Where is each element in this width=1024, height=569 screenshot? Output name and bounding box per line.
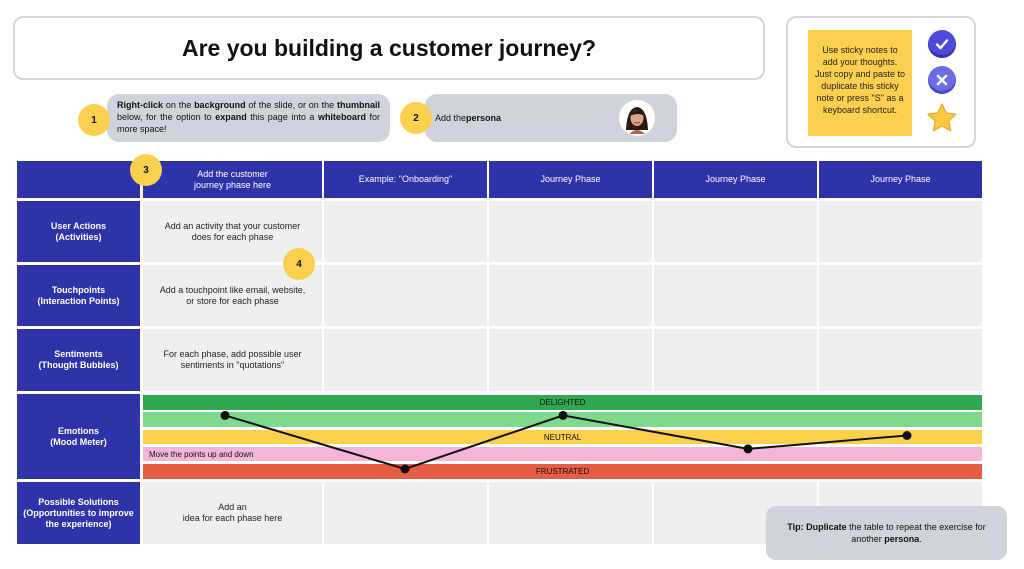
cell-user-actions-4[interactable] <box>819 201 982 262</box>
persona-avatar[interactable] <box>619 100 655 136</box>
mood-band-neutral: NEUTRAL <box>143 430 982 444</box>
mood-meter-line <box>220 410 912 474</box>
header-example-phase[interactable]: Example: "Onboarding" <box>324 161 487 198</box>
header-journey-phase-2[interactable]: Journey Phase <box>489 161 652 198</box>
cell-solutions-1[interactable] <box>324 482 487 544</box>
mood-point-3[interactable] <box>558 410 568 420</box>
mood-band-unhappy: Move the points up and down <box>143 447 982 461</box>
cell-touchpoints-1[interactable] <box>324 265 487 326</box>
page-title: Are you building a customer journey? <box>181 34 597 61</box>
check-icon[interactable] <box>928 30 956 58</box>
mood-point-2[interactable] <box>400 464 410 474</box>
cell-sentiments-2[interactable] <box>489 329 652 391</box>
row-header-touchpoints: Touchpoints (Interaction Points) <box>17 265 140 326</box>
header-corner-cell <box>17 161 140 198</box>
mood-band-frustrated: FRUSTRATED <box>143 464 982 479</box>
row-header-user-actions: User Actions (Activities) <box>17 201 140 262</box>
cell-solutions-2[interactable] <box>489 482 652 544</box>
cell-sentiments-1[interactable] <box>324 329 487 391</box>
row-header-possible-solutions: Possible Solutions (Opportunities to imp… <box>17 482 140 544</box>
cell-touchpoints-3[interactable] <box>654 265 817 326</box>
mood-point-1[interactable] <box>220 410 230 420</box>
row-header-emotions: Emotions (Mood Meter) <box>17 394 140 479</box>
tip-box: Tip: Duplicate the table to repeat the e… <box>766 506 1007 560</box>
cell-touchpoints-2[interactable] <box>489 265 652 326</box>
step-badge-1: 1 <box>78 104 110 136</box>
title-box: Are you building a customer journey? <box>13 16 765 80</box>
cell-user-actions-1[interactable] <box>324 201 487 262</box>
cell-solutions-hint[interactable]: Add an idea for each phase here <box>143 482 322 544</box>
x-icon[interactable] <box>928 66 956 94</box>
sticky-note-text: Use sticky notes to add your thoughts. J… <box>814 45 906 115</box>
mood-band-delighted: DELIGHTED <box>143 395 982 410</box>
sticky-note[interactable]: Use sticky notes to add your thoughts. J… <box>808 30 912 136</box>
cell-sentiments-3[interactable] <box>654 329 817 391</box>
header-journey-phase-3[interactable]: Journey Phase <box>654 161 817 198</box>
cell-sentiments-hint[interactable]: For each phase, add possible user sentim… <box>143 329 322 391</box>
header-journey-phase-4[interactable]: Journey Phase <box>819 161 982 198</box>
step-badge-2: 2 <box>400 102 432 134</box>
mood-point-4[interactable] <box>743 444 753 454</box>
header-first-phase[interactable]: Add the customer journey phase here <box>143 161 322 198</box>
step-1-instruction: Right-click on the background of the sli… <box>107 94 390 142</box>
row-header-sentiments: Sentiments (Thought Bubbles) <box>17 329 140 391</box>
step-2-instruction: Add the persona <box>425 94 677 142</box>
star-icon[interactable] <box>926 102 958 134</box>
cell-touchpoints-4[interactable] <box>819 265 982 326</box>
cell-user-actions-2[interactable] <box>489 201 652 262</box>
sticky-panel: Use sticky notes to add your thoughts. J… <box>786 16 976 148</box>
step-badge-4: 4 <box>283 248 315 280</box>
cell-sentiments-4[interactable] <box>819 329 982 391</box>
mood-point-5[interactable] <box>902 431 912 440</box>
step-badge-3: 3 <box>130 154 162 186</box>
cell-user-actions-3[interactable] <box>654 201 817 262</box>
